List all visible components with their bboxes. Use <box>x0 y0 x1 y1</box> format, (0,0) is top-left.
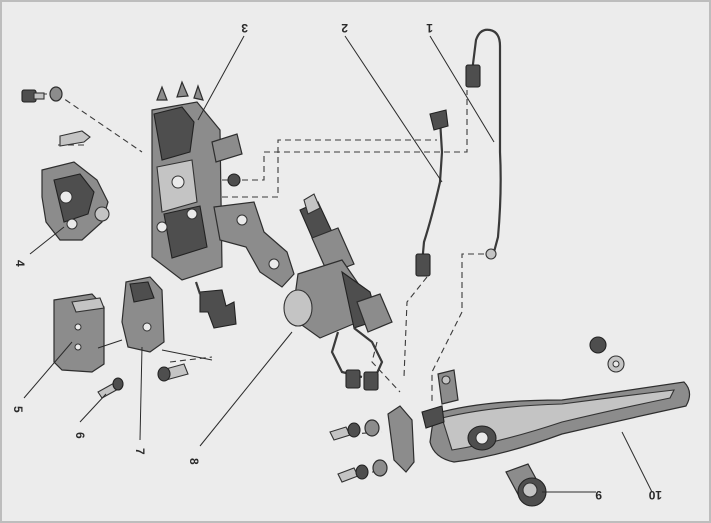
part-3-door-lock-mechanism <box>151 80 295 329</box>
callout-2: 2 <box>341 21 348 35</box>
callout-3: 3 <box>241 21 248 35</box>
callout-5: 5 <box>11 406 25 413</box>
callout-9: 9 <box>595 488 602 502</box>
handle-fasteners <box>329 336 625 483</box>
part-6-bolt <box>97 377 124 399</box>
part-2-lock-cylinder-rod <box>415 109 449 277</box>
assembly-lines <box>32 90 494 473</box>
part-10-outside-door-handle <box>421 369 691 463</box>
part-1-outside-handle-rod <box>465 28 502 260</box>
callout-6: 6 <box>73 432 87 439</box>
part-9-lock-cylinder <box>505 463 547 507</box>
part-5-mounting-bracket <box>53 293 105 373</box>
callout-7: 7 <box>133 448 147 455</box>
callout-1: 1 <box>426 21 433 35</box>
part-8-lock-actuator <box>283 193 393 391</box>
part-4-lock-striker <box>21 86 110 241</box>
callout-10: 10 <box>648 488 662 502</box>
callout-4: 4 <box>13 260 27 267</box>
callout-labels: 1 2 3 4 5 6 7 8 9 10 <box>11 21 662 502</box>
callout-8: 8 <box>187 458 201 465</box>
leader-lines <box>23 35 653 493</box>
part-7-support-bracket <box>121 276 189 382</box>
